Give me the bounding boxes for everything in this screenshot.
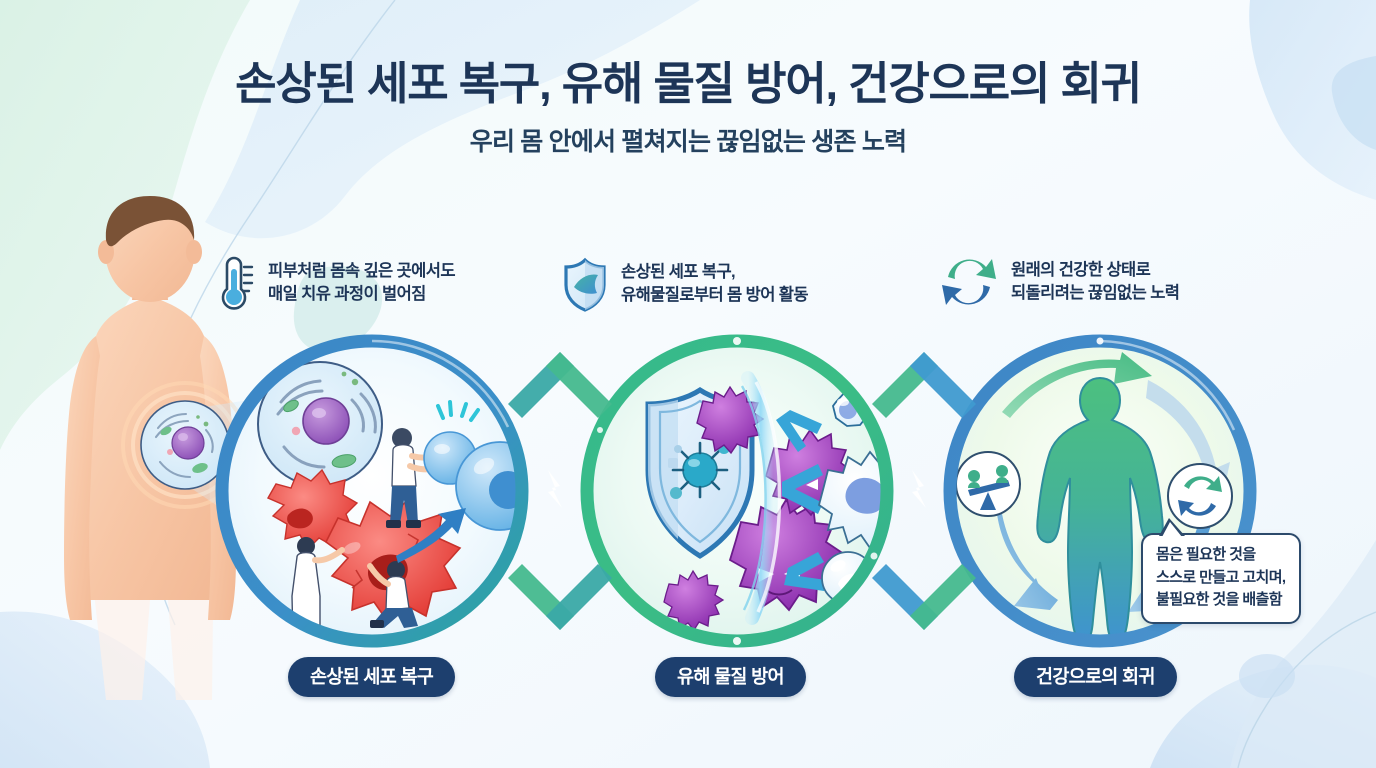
caption-stage-2: 손상된 세포 복구, 유해물질로부터 몸 방어 활동	[560, 255, 809, 313]
barrier-membrane	[740, 371, 782, 625]
caption-1-line-2: 매일 치유 과정이 벌어짐	[268, 285, 426, 303]
caption-stage-1: 피부처럼 몸속 깊은 곳에서도 매일 치유 과정이 벌어짐	[213, 255, 456, 311]
ring-connector-right	[872, 352, 976, 630]
thermometer-icon	[221, 256, 254, 310]
caption-3-line-1: 원래의 건강한 상태로	[1011, 260, 1151, 279]
header-block: 손상된 세포 복구, 유해 물질 방어, 건강으로의 회귀 우리 몸 안에서 펼…	[0, 58, 1376, 158]
stage-1-badge: 손상된 세포 복구	[288, 657, 456, 698]
process-arrow	[396, 508, 466, 563]
caption-2-line-1: 손상된 세포 복구,	[621, 262, 736, 281]
caption-text-2: 손상된 세포 복구, 유해물질로부터 몸 방어 활동	[621, 261, 809, 308]
balance-scale-icon	[955, 451, 1021, 517]
deflect-chevron-icon	[776, 410, 826, 591]
caption-text-1: 피부처럼 몸속 깊은 곳에서도 매일 치유 과정이 벌어짐	[268, 260, 456, 307]
cycle-arrow-top-left	[1002, 352, 1152, 418]
page-title: 손상된 세포 복구, 유해 물질 방어, 건강으로의 회귀	[235, 58, 1142, 109]
cycle-arrow-bottom-left	[996, 500, 1058, 610]
recycle-small-icon	[1167, 463, 1233, 529]
healthy-cell-large	[455, 441, 522, 531]
caption-stage-3: 원래의 건강한 상태로 되돌리려는 끊임없는 노력	[938, 253, 1180, 311]
caption-2-line-2: 유해물질로부터 몸 방어 활동	[621, 286, 809, 304]
bubble-line-1: 몸은 필요한 것을	[1156, 546, 1256, 563]
stage-1-circle	[215, 334, 529, 648]
stage-3-badge: 건강으로의 회귀	[1014, 657, 1177, 698]
sparkle-icon	[436, 400, 480, 422]
ring-connector-left	[508, 352, 612, 630]
chest-cell-icon	[140, 400, 230, 490]
bubble-line-3: 불필요한 것을 배츨함	[1156, 591, 1283, 608]
recycle-arrows-icon	[942, 259, 996, 305]
shield-illustration	[645, 386, 755, 559]
shield-icon	[564, 257, 606, 312]
speech-bubble: 몸은 필요한 것을 스스로 만들고 고치며, 불필요한 것을 배츨함	[1141, 518, 1301, 624]
caption-1-line-1: 피부처럼 몸속 깊은 곳에서도	[268, 261, 456, 280]
damaged-cell-large	[324, 498, 462, 624]
stage-2-circle	[580, 334, 894, 648]
white-blood-cell-main	[817, 450, 887, 550]
virus-small-top	[696, 385, 765, 455]
bubble-line-2: 스스로 만들고 고치며,	[1156, 568, 1286, 586]
page-subtitle: 우리 몸 안에서 펼쳐지는 끊임없는 생존 노력	[469, 127, 907, 156]
caption-3-line-2: 되돌리려는 끊임없는 노력	[1011, 284, 1180, 302]
healthy-body-silhouette	[1036, 376, 1164, 641]
caption-text-3: 원래의 건강한 상태로 되돌리려는 끊임없는 노력	[1011, 259, 1180, 306]
stage-2-badge: 유해 물질 방어	[655, 657, 806, 698]
virus-small-bottom	[663, 569, 725, 632]
bubble-tail-fill	[1162, 522, 1182, 537]
worker-kneeling	[367, 561, 418, 628]
cell-illustration	[257, 361, 383, 487]
